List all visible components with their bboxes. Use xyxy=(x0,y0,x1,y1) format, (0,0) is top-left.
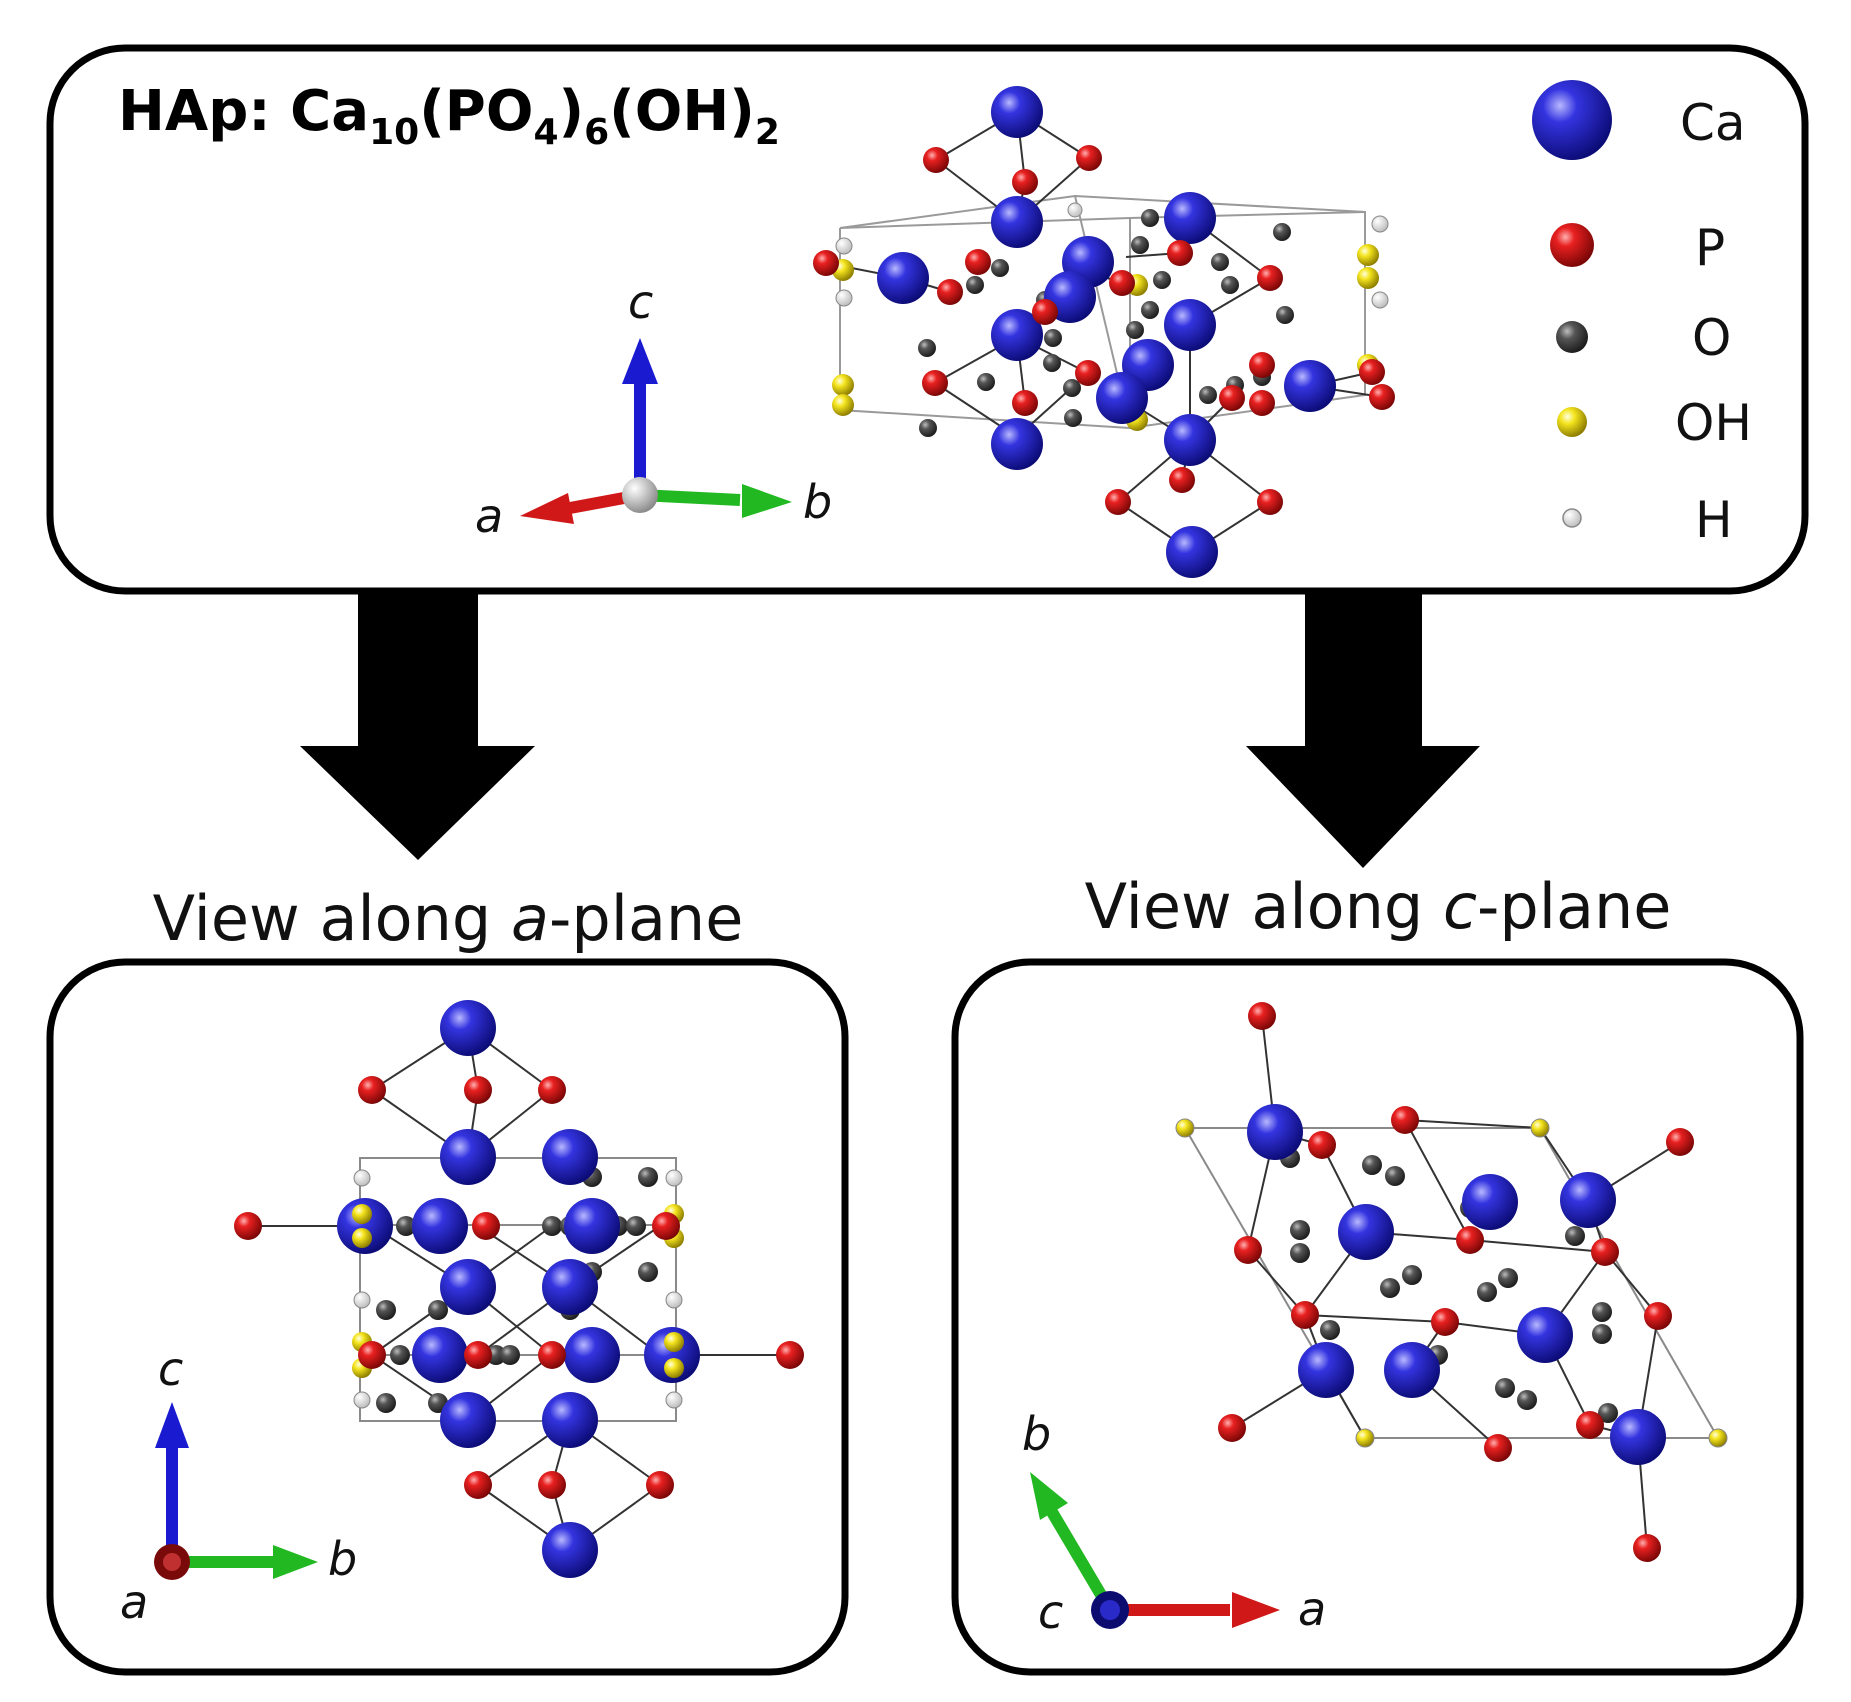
legend-swatch-ca xyxy=(1532,80,1612,160)
legend-label-h: H xyxy=(1695,491,1733,549)
c-view-panel-frame xyxy=(951,958,1804,1676)
axis-label-c: c xyxy=(1038,1585,1063,1639)
crystal-structure-3d xyxy=(813,86,1395,578)
axis-label-a: a xyxy=(475,489,503,543)
axis-label-b: b xyxy=(803,475,832,529)
legend-label-o: O xyxy=(1692,309,1731,367)
axis-triad-top: c a b xyxy=(475,275,832,543)
axis-label-b: b xyxy=(1022,1407,1051,1461)
arrow-to-a-view xyxy=(300,592,535,860)
axis-triad-c-view: b c a xyxy=(1022,1407,1326,1639)
crystal-structure-a-view xyxy=(234,1000,804,1578)
formula-title: HAp: Ca10(PO4)6(OH)2 xyxy=(118,79,780,153)
axis-triad-a-view: c b a xyxy=(120,1342,357,1629)
legend-label-ca: Ca xyxy=(1680,94,1746,152)
view-a-caption: View along a-plane xyxy=(153,882,744,955)
axis-label-a: a xyxy=(1298,1582,1326,1636)
legend-label-oh: OH xyxy=(1675,394,1752,452)
arrow-to-c-view xyxy=(1246,592,1480,868)
legend-swatch-oh xyxy=(1557,407,1587,437)
legend-label-p: P xyxy=(1695,219,1725,277)
atom-legend: Ca P O OH H xyxy=(1532,80,1752,549)
legend-swatch-o xyxy=(1556,321,1588,353)
top-panel-frame xyxy=(46,44,1809,595)
view-c-caption: View along c-plane xyxy=(1085,870,1672,943)
axis-label-a: a xyxy=(120,1575,148,1629)
legend-swatch-p xyxy=(1550,223,1594,267)
axis-label-c: c xyxy=(158,1342,183,1396)
crystal-structure-c-view xyxy=(1175,1002,1728,1562)
axis-label-c: c xyxy=(628,275,653,329)
legend-swatch-h xyxy=(1562,508,1582,528)
axis-label-b: b xyxy=(328,1532,357,1586)
